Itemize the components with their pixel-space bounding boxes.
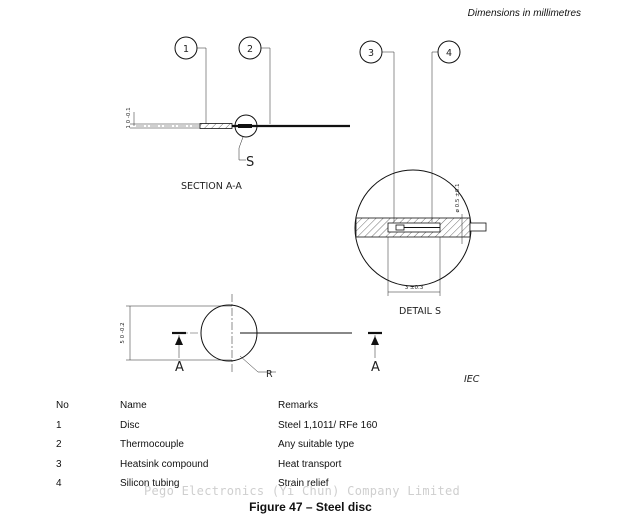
disc-section-hatched: [199, 123, 233, 129]
cell-no: 4: [56, 478, 62, 489]
cell-name: Silicon tubing: [120, 478, 180, 489]
radius-label: R: [266, 369, 273, 380]
callout-2-leader: [261, 47, 271, 124]
cell-remarks: Strain relief: [278, 478, 329, 489]
cell-name: Disc: [120, 419, 140, 431]
callout-2-number: 2: [247, 44, 253, 55]
callout-3-leader: [382, 51, 395, 222]
header-remarks: Remarks: [278, 400, 319, 411]
section-marker-left: A: [175, 360, 184, 375]
section-label: SECTION A-A: [181, 181, 242, 192]
source-label: IEC: [464, 374, 480, 385]
detail-marker-label: S: [246, 155, 254, 170]
callout-1-number: 1: [183, 44, 189, 55]
length-dimension: 3 ±0.3: [405, 285, 424, 291]
header-no: No: [56, 400, 69, 411]
section-marker-right: A: [371, 360, 380, 375]
cell-no: 2: [56, 439, 62, 450]
cell-no: 3: [56, 458, 62, 470]
callout-4-number: 4: [446, 48, 452, 59]
cell-remarks: Steel 1,1011/ RFe 160: [278, 419, 378, 431]
watermark: Pego Electronics (Yi Chun) Company Limit…: [144, 484, 461, 498]
hole-diameter-dimension: ø 0.5 ±0.1: [455, 184, 461, 213]
cell-remarks: Any suitable type: [278, 439, 355, 450]
callout-4-leader: [431, 51, 438, 222]
plan-view: 5 0 -0.2 A A R: [120, 294, 382, 380]
cell-name: Heatsink compound: [120, 458, 209, 470]
section-a-a-view: 1 2 1 0 -0.1 S SECTION A-A: [126, 36, 350, 192]
detail-s-view: 3 4 ø 0.5 ±0.1 3 ±0.3 DETAIL S: [354, 40, 487, 317]
cell-no: 1: [56, 419, 62, 431]
dimensions-note: Dimensions in millimetres: [467, 8, 581, 19]
thickness-dimension: 1 0 -0.1: [126, 107, 132, 128]
detail-label: DETAIL S: [399, 306, 441, 317]
header-name: Name: [120, 400, 147, 411]
technical-drawing: 1 2 1 0 -0.1 S SECTION A-A 3 4: [120, 36, 487, 385]
diameter-dimension: 5 0 -0.2: [120, 322, 126, 343]
cell-name: Thermocouple: [120, 439, 184, 450]
figure-caption: Figure 47 – Steel disc: [249, 500, 372, 514]
callout-3-number: 3: [368, 48, 374, 59]
callout-1-leader: [197, 47, 207, 124]
detail-s-marker-circle: [234, 114, 258, 138]
cell-remarks: Heat transport: [278, 458, 342, 470]
